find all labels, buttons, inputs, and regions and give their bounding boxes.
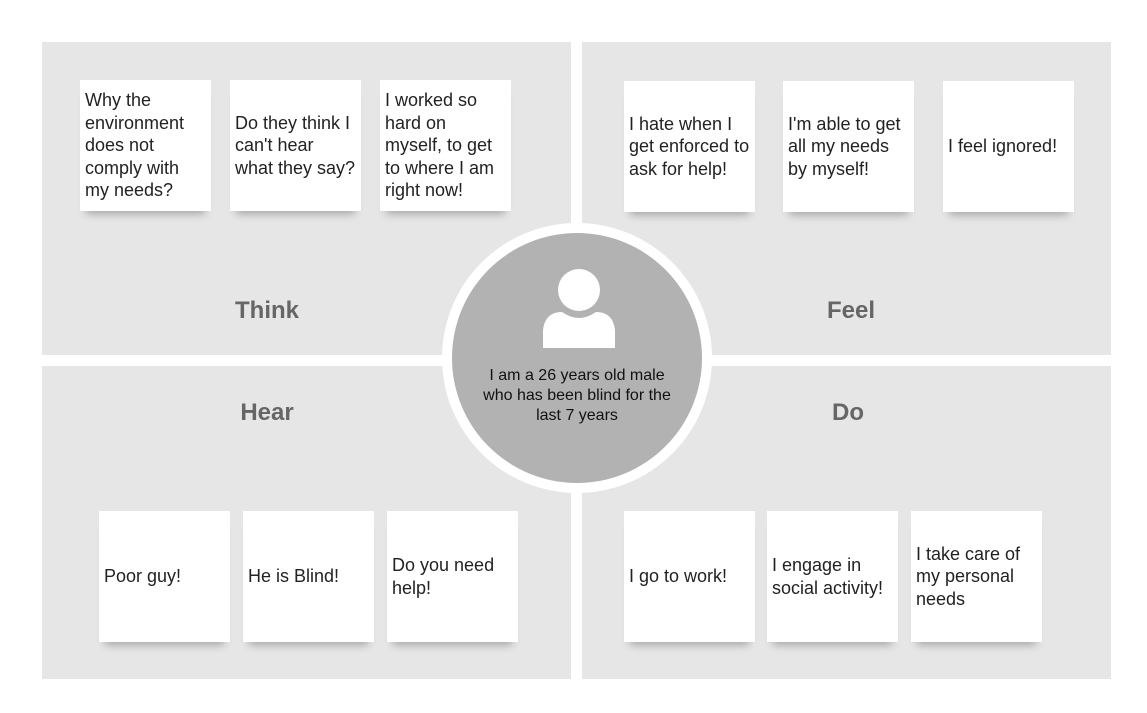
sticky-note[interactable]: I take care of my personal needs <box>911 511 1042 642</box>
sticky-note[interactable]: He is Blind! <box>243 511 374 642</box>
note-text: Do you need help! <box>392 555 495 598</box>
note-text: Poor guy! <box>104 566 182 587</box>
note-text: Do they think I can't hear what they say… <box>235 112 356 178</box>
user-icon <box>543 269 615 348</box>
sticky-note[interactable]: I'm able to get all my needs by myself! <box>783 81 914 212</box>
think-label: Think <box>235 297 299 324</box>
persona-circle: I am a 26 years old male who has been bl… <box>442 223 712 493</box>
note-text: He is Blind! <box>248 566 340 587</box>
note-text: I hate when I get enforced to ask for he… <box>629 113 750 179</box>
sticky-note[interactable]: Why the environment does not comply with… <box>80 80 211 211</box>
note-text: I'm able to get all my needs by myself! <box>788 113 901 179</box>
sticky-note[interactable]: I engage in social activity! <box>767 511 898 642</box>
persona-description: I am a 26 years old male who has been bl… <box>483 367 671 424</box>
sticky-note[interactable]: I go to work! <box>624 511 755 642</box>
note-text: I go to work! <box>629 566 728 587</box>
sticky-note[interactable]: I hate when I get enforced to ask for he… <box>624 81 755 212</box>
feel-label: Feel <box>826 297 876 324</box>
sticky-note[interactable]: I worked so hard on myself, to get to wh… <box>380 80 511 211</box>
note-text: I worked so hard on myself, to get to wh… <box>385 90 495 201</box>
persona-disc: I am a 26 years old male who has been bl… <box>452 233 702 483</box>
do-label: Do <box>832 399 864 426</box>
note-text: Why the environment does not comply with… <box>85 90 185 201</box>
note-text: I feel ignored! <box>948 136 1058 157</box>
sticky-note[interactable]: Do they think I can't hear what they say… <box>230 80 361 211</box>
sticky-note[interactable]: I feel ignored! <box>943 81 1074 212</box>
hear-label: Hear <box>240 399 294 426</box>
note-text: I take care of my personal needs <box>916 543 1021 609</box>
sticky-note[interactable]: Do you need help! <box>387 511 518 642</box>
note-text: I engage in social activity! <box>772 555 884 598</box>
sticky-note[interactable]: Poor guy! <box>99 511 230 642</box>
